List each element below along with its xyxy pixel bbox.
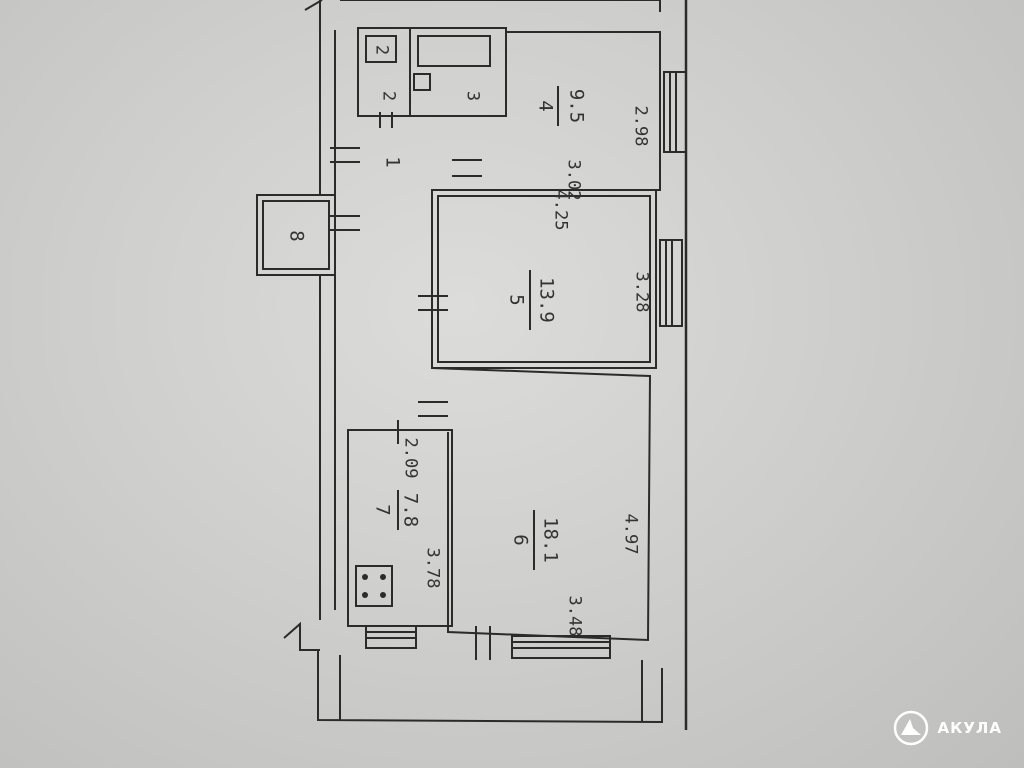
bathtub <box>417 35 491 67</box>
dimension-348: 3.48 <box>564 595 585 637</box>
room-4-area: 9.5 <box>565 88 588 124</box>
room-7-number: 7 <box>371 504 394 516</box>
room-4-number: 4 <box>534 100 557 112</box>
room-2-number: 2 <box>378 90 399 102</box>
dimension-209: 2.09 <box>400 437 421 479</box>
room-5-inner <box>437 195 651 363</box>
outer-wall-top-stair <box>304 0 661 12</box>
room-6-walls <box>431 367 652 642</box>
room-6-area: 18.1 <box>539 517 562 563</box>
room-2-number-sink: 2 <box>371 44 392 56</box>
windows <box>365 71 687 659</box>
watermark-text: АКУЛА <box>937 719 1002 737</box>
dimension-497: 4.97 <box>620 513 641 555</box>
room-7-area: 7.8 <box>399 492 422 528</box>
dimension-328: 3.28 <box>631 271 652 313</box>
toilet <box>413 73 431 91</box>
room-6-number: 6 <box>509 534 532 546</box>
room-5-number: 5 <box>505 294 528 306</box>
room-8-inner <box>262 200 330 270</box>
room-8-number: 8 <box>285 230 308 242</box>
room-8-outline <box>256 194 336 276</box>
watermark: АКУЛА <box>893 710 1002 746</box>
dimension-298: 2.98 <box>630 105 651 147</box>
dimension-378: 3.78 <box>422 547 443 589</box>
shark-logo-icon <box>894 710 929 746</box>
room-5-area: 13.9 <box>535 277 558 323</box>
room-1-number: 1 <box>381 156 404 168</box>
bath-block <box>357 27 507 117</box>
dimension-425: 4.25 <box>550 189 571 231</box>
stove-burners <box>362 574 386 598</box>
sink <box>365 35 397 63</box>
fraction-bars <box>397 86 559 570</box>
room-5-outline <box>431 189 657 369</box>
stove <box>355 565 393 607</box>
bottom-wall-section <box>317 650 663 724</box>
room-3-number: 3 <box>462 90 483 102</box>
door-ticks <box>283 112 491 660</box>
